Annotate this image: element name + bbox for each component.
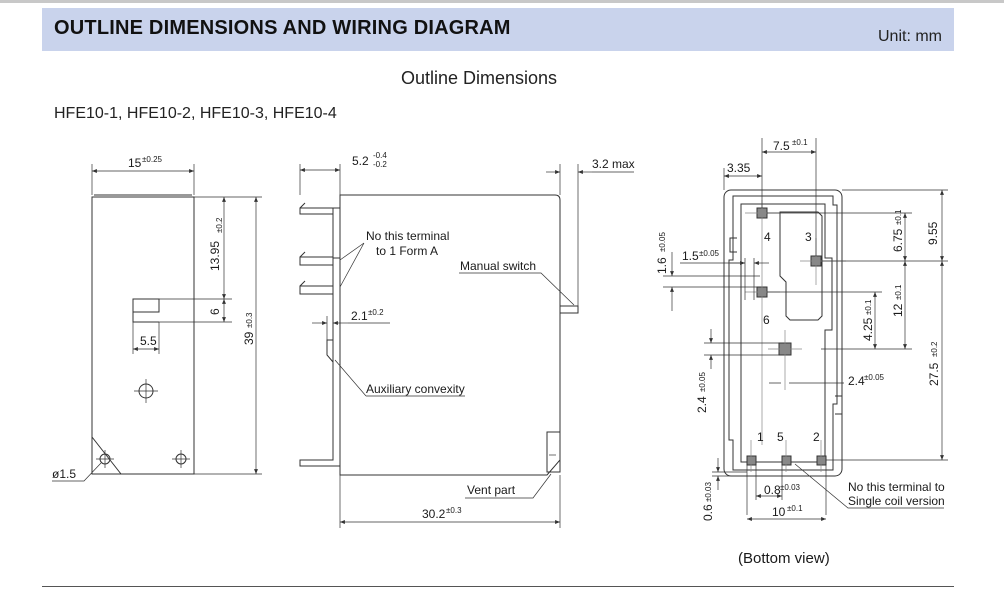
dim-height-total: 39 [242, 331, 256, 345]
top-rule [0, 0, 1004, 3]
dim-b4: 6.75 [891, 228, 905, 252]
dim-b11-tolerance: ±0.05 [864, 373, 885, 382]
dim-convexity-tolerance: ±0.2 [368, 308, 384, 317]
dim-length: 30.2 [422, 507, 446, 521]
dim-b1-tolerance: ±0.1 [792, 138, 808, 147]
dim-b4-tolerance: ±0.1 [894, 209, 903, 225]
note-single-coil-line1: No this terminal to [848, 480, 945, 494]
dim-b9-tolerance: ±0.2 [930, 341, 939, 357]
dim-b12-tolerance: ±0.03 [780, 483, 801, 492]
note-single-coil-line2: Single coil version [848, 494, 945, 508]
note-no-terminal-line2: to 1 Form A [376, 244, 438, 258]
dim-b12: 0.8 [764, 483, 781, 497]
pin-label-4: 4 [764, 230, 771, 244]
side-view: 5.2 -0.4 -0.2 3.2 max No this terminal t… [299, 151, 635, 528]
dim-b5-tolerance: ±0.05 [658, 231, 667, 252]
dim-b5: 1.6 [655, 257, 669, 274]
dim-height-total-tolerance: ±0.3 [245, 312, 254, 328]
dim-b7-tolerance: ±0.1 [894, 284, 903, 300]
dim-b10: 2.4 [695, 396, 709, 413]
dim-side-depth: 5.2 [352, 154, 369, 168]
bottom-rule [42, 586, 954, 587]
hole-diameter: ø1.5 [52, 467, 76, 481]
dim-b10-tolerance: ±0.05 [698, 371, 707, 392]
pin-label-1: 1 [757, 430, 764, 444]
dim-b6-tolerance: ±0.05 [699, 249, 720, 258]
pin-1 [746, 455, 757, 466]
section-heading: OUTLINE DIMENSIONS AND WIRING DIAGRAM [54, 17, 511, 39]
dim-side-depth-tol-bot: -0.2 [373, 160, 387, 169]
pin-label-3: 3 [805, 230, 812, 244]
dim-b11: 2.4 [848, 374, 865, 388]
pin-label-2: 2 [813, 430, 820, 444]
front-view: 15 ±0.25 13.95 ±0.2 6 39 ±0.3 5.5 ø1.5 [52, 155, 262, 482]
dim-b8: 4.25 [861, 317, 875, 341]
section-header: OUTLINE DIMENSIONS AND WIRING DIAGRAM Un… [42, 8, 954, 51]
bottom-view: 4 3 6 1 5 2 7.5 ±0.1 3.35 9.55 6.75 ±0.1… [655, 138, 948, 567]
dim-b1: 7.5 [773, 139, 790, 153]
note-manual-switch: Manual switch [460, 259, 536, 273]
note-auxiliary-convexity: Auxiliary convexity [366, 382, 465, 396]
dim-width: 15 ±0.25 [128, 155, 163, 170]
dim-b3: 9.55 [926, 221, 940, 245]
pin-2 [816, 455, 827, 466]
dim-switch-max: 3.2 max [592, 157, 635, 171]
pin-label-6: 6 [763, 313, 770, 327]
dim-b2: 3.35 [727, 161, 751, 175]
dim-length-tolerance: ±0.3 [446, 506, 462, 515]
dim-height-1: 13.95 [208, 241, 222, 271]
dim-width-2: 5.5 [140, 334, 157, 348]
dim-b7: 12 [891, 303, 905, 317]
note-vent-part: Vent part [467, 483, 516, 497]
bottom-view-caption: (Bottom view) [738, 550, 830, 567]
model-list: HFE10-1, HFE10-2, HFE10-3, HFE10-4 [54, 105, 337, 122]
dim-height-2: 6 [208, 308, 222, 315]
dim-height-1-tolerance: ±0.2 [215, 217, 224, 233]
dim-b6: 1.5 [682, 249, 699, 263]
note-no-terminal-line1: No this terminal [366, 229, 449, 243]
dim-b14-tolerance: ±0.1 [787, 504, 803, 513]
dim-b14: 10 [772, 505, 786, 519]
dim-b9: 27.5 [927, 362, 941, 386]
dim-convexity: 2.1 [351, 309, 368, 323]
pin-5 [781, 455, 792, 466]
unit-label: Unit: mm [878, 28, 942, 45]
dim-b13-tolerance: ±0.03 [704, 481, 713, 502]
dim-side-depth-tol-top: -0.4 [373, 151, 387, 160]
dim-width-tolerance: ±0.25 [142, 155, 163, 164]
dim-b8-tolerance: ±0.1 [864, 299, 873, 315]
pin-label-5: 5 [777, 430, 784, 444]
dim-width-value: 15 [128, 156, 142, 170]
dim-b13: 0.6 [701, 504, 715, 521]
outline-dimensions-title: Outline Dimensions [400, 68, 558, 88]
